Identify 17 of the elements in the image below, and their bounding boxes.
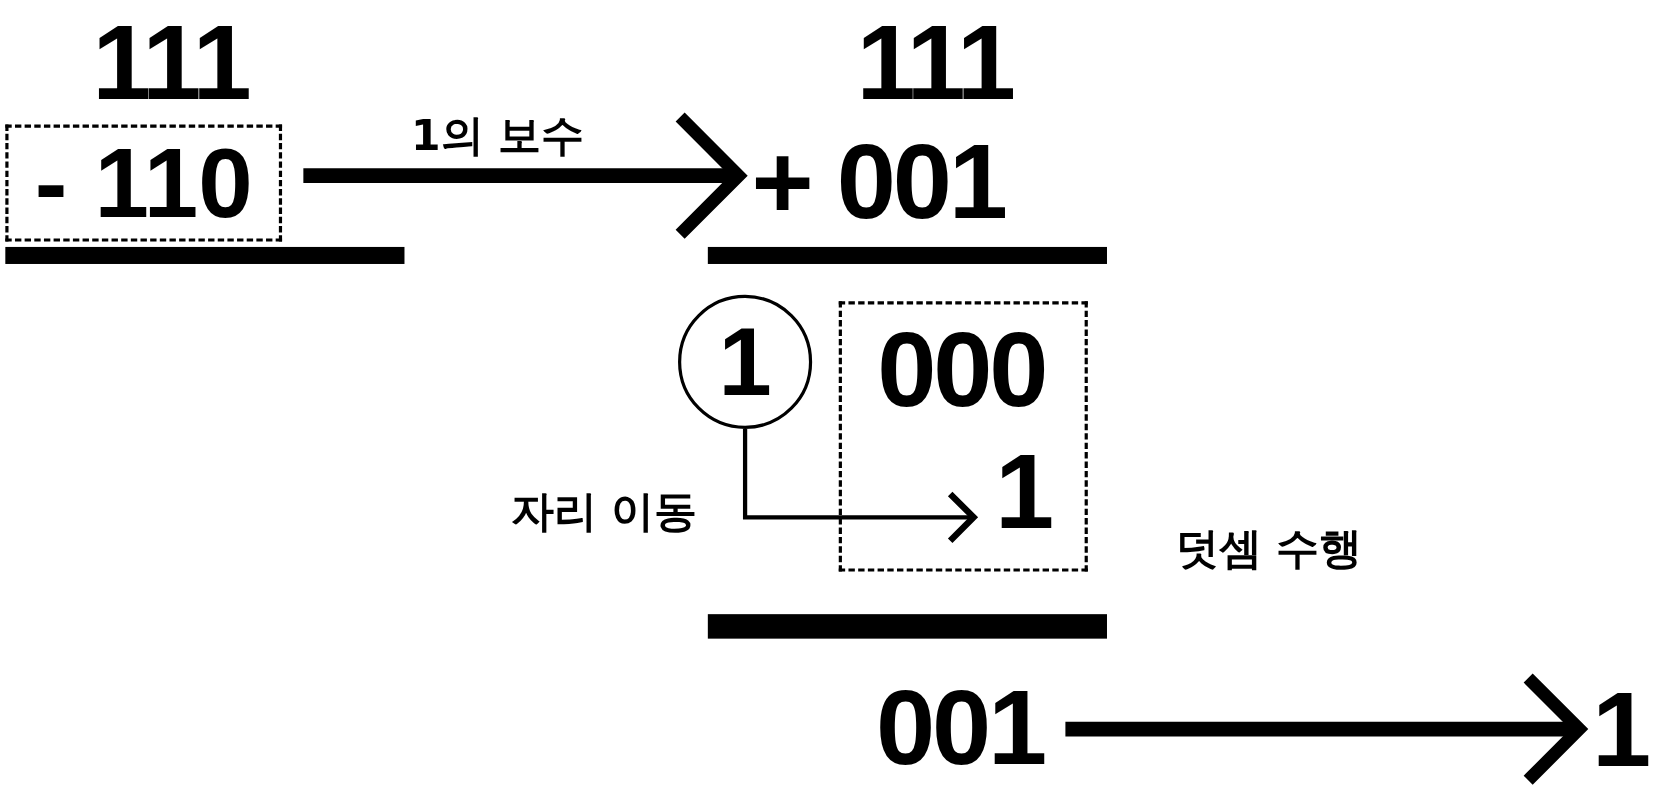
number-text: 111 [92,8,249,115]
arrow [1065,671,1586,787]
note-text: 덧셈 수행 [1176,526,1362,570]
arrow [303,110,746,241]
circled-number: 1 [678,294,813,429]
underline-bar [5,246,405,264]
underline-bar [707,246,1107,264]
number-text: 000 [877,315,1046,422]
dashed-box: - 110 [5,124,283,242]
number-text: 111 [856,8,1013,115]
dashed-box [838,301,1088,572]
number-text: + 001 [751,127,1005,235]
number-text: 001 [876,673,1045,781]
number-text: 1 [1592,675,1649,783]
arrow [742,428,977,544]
underline-bar [707,614,1107,639]
number-text: 1 [994,437,1051,544]
